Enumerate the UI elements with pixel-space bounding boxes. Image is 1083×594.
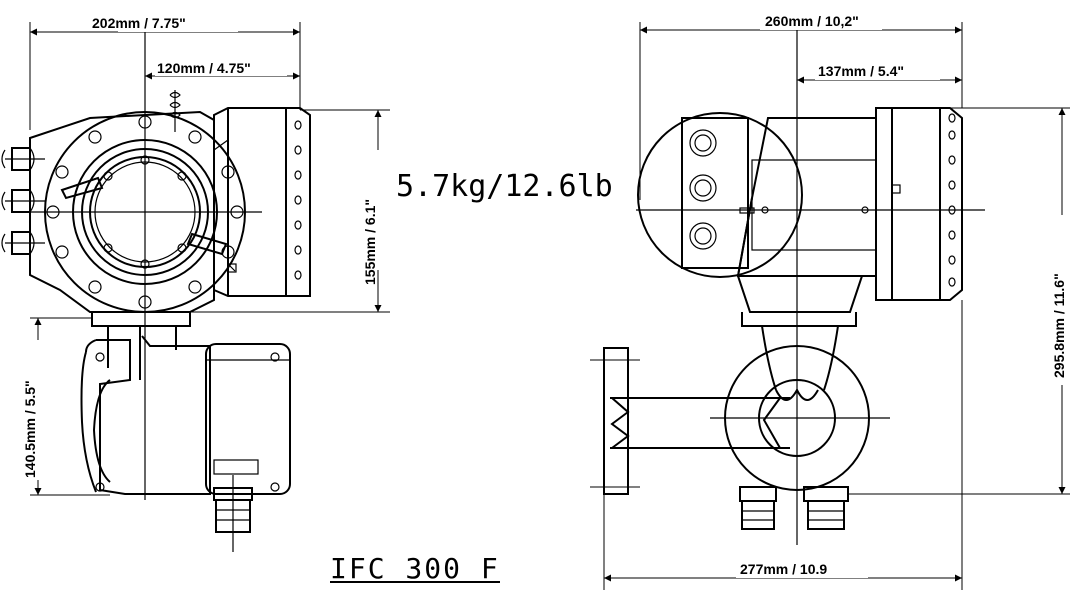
dim-left-height-head: 155mm / 6.1" xyxy=(362,199,378,285)
weight-label: 5.7kg/12.6lb xyxy=(396,169,613,204)
front-view xyxy=(1,20,311,552)
dim-left-height-lower: 140.5mm / 5.5" xyxy=(22,380,38,478)
dim-right-height-overall: 295.8mm / 11.6" xyxy=(1051,273,1067,378)
side-view xyxy=(590,30,985,545)
dim-left-width-overall: 202mm / 7.75" xyxy=(92,15,186,31)
dim-left-width-partial: 120mm / 4.75" xyxy=(157,60,251,76)
cover-screws xyxy=(294,120,302,280)
cable-gland-left-bottom xyxy=(1,231,45,255)
side-cover-screws xyxy=(948,113,956,287)
cable-gland-left-top xyxy=(1,147,45,171)
cable-gland-left-middle xyxy=(1,189,45,213)
right-dimensions xyxy=(603,22,1070,590)
dim-right-width-bottom: 277mm / 10.9 xyxy=(740,561,827,577)
model-title: IFC 300 F xyxy=(330,552,500,585)
dim-right-width-overall: 260mm / 10,2" xyxy=(765,13,859,29)
dim-right-width-partial: 137mm / 5.4" xyxy=(818,63,904,79)
